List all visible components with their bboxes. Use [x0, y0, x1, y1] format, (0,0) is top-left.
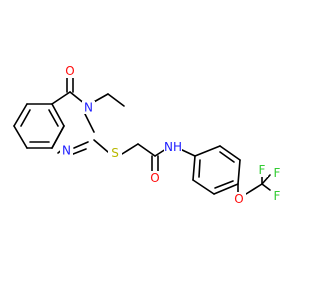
bond: [107, 93, 125, 107]
bond-double-inner: [73, 141, 89, 149]
structure-canvas: O N N S O NH O F F F: [13, 64, 283, 206]
bond: [192, 179, 215, 195]
label-bg: [271, 190, 283, 203]
bond: [192, 155, 196, 181]
atom-fluorine-1: F: [259, 163, 266, 177]
bond: [51, 103, 65, 127]
atom-nitrogen-ring-2: N: [62, 144, 71, 158]
bond: [51, 125, 65, 149]
bond: [237, 159, 241, 185]
bond: [51, 91, 71, 105]
label-bg: [232, 192, 246, 206]
label-bg: [164, 140, 182, 155]
atom-oxygen-ether: O: [234, 192, 243, 206]
bond: [93, 139, 109, 153]
bond: [179, 148, 196, 157]
label-bg: [60, 144, 73, 157]
bond: [137, 143, 156, 157]
bond-double-inner: [219, 151, 235, 163]
atom-labels: O N N S O NH O F F F: [60, 64, 283, 206]
atom-nitrogen-ring: N: [84, 101, 93, 115]
bond: [13, 125, 28, 149]
atom-fluorine-2: F: [274, 166, 281, 180]
bond: [13, 103, 28, 127]
atom-nh-amide: NH: [164, 140, 182, 154]
bond-double-inner: [214, 180, 234, 189]
bond: [219, 145, 241, 161]
label-bg: [256, 164, 268, 177]
atom-oxygen-amide: O: [150, 171, 159, 185]
atom-oxygen-ketone: O: [65, 64, 74, 78]
label-bg: [82, 101, 95, 114]
bond: [245, 183, 263, 195]
bond: [121, 143, 139, 155]
bond: [84, 113, 95, 133]
bond: [194, 145, 221, 157]
bond: [213, 183, 239, 195]
bond-double-inner: [48, 109, 59, 127]
bond-double-inner: [198, 159, 201, 178]
label-bg: [148, 171, 162, 185]
bonds: [13, 77, 271, 195]
bond: [261, 174, 271, 185]
atom-fluorine-3: F: [274, 189, 281, 203]
label-bg: [108, 146, 122, 160]
label-bg: [63, 64, 77, 78]
atom-sulfur: S: [111, 146, 119, 160]
label-bg: [271, 167, 283, 180]
bond-double-inner: [20, 109, 31, 127]
bond: [261, 183, 271, 191]
